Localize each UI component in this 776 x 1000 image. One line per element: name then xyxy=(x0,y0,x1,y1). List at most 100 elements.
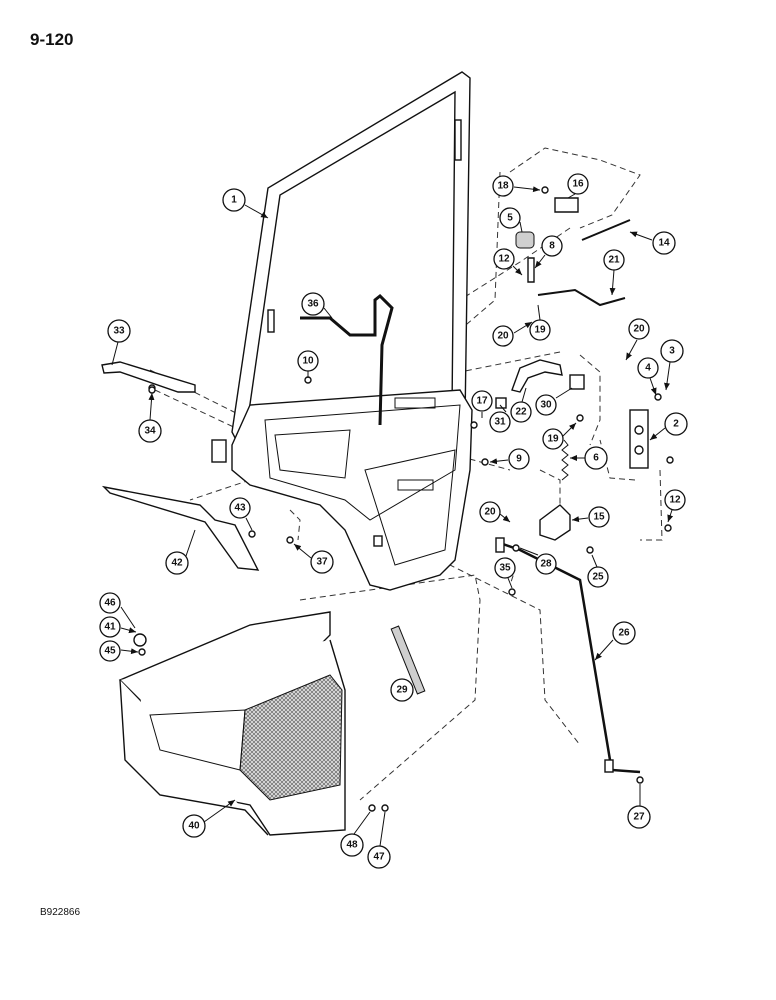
callout-30: 30 xyxy=(535,387,573,416)
latch-plate xyxy=(527,257,535,283)
callout-12-upper: 12 xyxy=(493,248,523,276)
callout-label: 19 xyxy=(547,434,559,445)
callout-label: 14 xyxy=(658,238,670,249)
callout-label: 35 xyxy=(499,563,511,574)
callout-label: 29 xyxy=(396,685,408,696)
callout-26: 26 xyxy=(594,621,636,661)
callout-label: 33 xyxy=(113,326,125,337)
callout-36: 36 xyxy=(301,292,333,319)
callout-14: 14 xyxy=(629,231,676,255)
callout-15: 15 xyxy=(571,506,610,528)
grab-handle-rod xyxy=(300,293,394,426)
latch-rod xyxy=(499,541,641,774)
callout-label: 12 xyxy=(669,495,681,506)
callout-45: 45 xyxy=(99,640,139,662)
fasteners xyxy=(148,376,674,812)
callout-label: 16 xyxy=(572,179,584,190)
callout-label: 46 xyxy=(104,598,116,609)
callout-label: 19 xyxy=(534,325,546,336)
callout-4: 4 xyxy=(637,357,659,396)
callout-43: 43 xyxy=(229,497,253,531)
callout-37: 37 xyxy=(293,543,334,574)
callout-19-lower: 19 xyxy=(542,422,577,450)
callout-label: 8 xyxy=(549,241,555,252)
callout-8: 8 xyxy=(534,235,563,269)
connecting-rod xyxy=(537,288,626,307)
callout-label: 21 xyxy=(608,255,620,266)
callout-label: 25 xyxy=(592,572,604,583)
door-latch xyxy=(629,409,649,469)
callout-label: 1 xyxy=(231,195,237,206)
door-gasket-strip xyxy=(390,625,426,695)
callout-17: 17 xyxy=(471,390,493,418)
callout-20-right: 20 xyxy=(625,318,650,361)
callout-27: 27 xyxy=(627,784,651,829)
callout-42: 42 xyxy=(165,529,196,575)
callout-label: 31 xyxy=(494,417,506,428)
callout-3: 3 xyxy=(660,339,684,391)
door-handle xyxy=(511,359,563,393)
callout-label: 28 xyxy=(540,559,552,570)
drawing-code: B922866 xyxy=(40,907,81,918)
callout-41: 41 xyxy=(99,616,137,638)
callout-28: 28 xyxy=(519,547,557,575)
callout-label: 41 xyxy=(104,622,116,633)
callout-label: 5 xyxy=(507,213,513,224)
callout-label: 45 xyxy=(104,646,116,657)
callout-48: 48 xyxy=(340,811,371,857)
door-lower-panel xyxy=(231,389,473,591)
callout-label: 17 xyxy=(476,396,488,407)
callout-47: 47 xyxy=(367,811,391,869)
arm-rest-bar xyxy=(101,361,196,393)
spring xyxy=(561,439,569,481)
callout-21: 21 xyxy=(603,249,625,296)
callout-label: 26 xyxy=(618,628,630,639)
callout-1: 1 xyxy=(222,188,269,219)
callout-label: 20 xyxy=(484,507,496,518)
callout-5: 5 xyxy=(499,207,523,233)
callout-label: 6 xyxy=(593,453,599,464)
callout-label: 36 xyxy=(307,299,319,310)
callout-16: 16 xyxy=(567,173,589,199)
callout-20-upper: 20 xyxy=(492,321,533,347)
callout-22: 22 xyxy=(510,387,532,423)
lower-trim-cover xyxy=(118,611,346,836)
callout-20-lower: 20 xyxy=(479,501,511,523)
callout-label: 34 xyxy=(144,426,156,437)
callout-label: 42 xyxy=(171,558,183,569)
callout-46: 46 xyxy=(99,592,136,629)
door-frame xyxy=(211,71,471,463)
callout-label: 30 xyxy=(540,400,552,411)
callout-label: 43 xyxy=(234,503,246,514)
callout-label: 48 xyxy=(346,840,358,851)
upper-rod xyxy=(581,219,631,241)
callout-35: 35 xyxy=(494,557,516,589)
knob xyxy=(515,231,535,249)
callout-6: 6 xyxy=(570,446,608,470)
callout-label: 10 xyxy=(302,356,314,367)
callout-10: 10 xyxy=(297,350,319,378)
callout-label: 22 xyxy=(515,407,527,418)
latch-mechanism xyxy=(539,504,571,541)
callout-9: 9 xyxy=(489,448,530,470)
callout-label: 4 xyxy=(645,363,651,374)
callout-label: 15 xyxy=(593,512,605,523)
bracket xyxy=(554,197,579,213)
callout-label: 20 xyxy=(633,324,645,335)
callout-label: 9 xyxy=(516,454,522,465)
callout-label: 3 xyxy=(669,346,675,357)
callout-18: 18 xyxy=(492,175,541,197)
callout-label: 40 xyxy=(188,821,200,832)
callout-label: 47 xyxy=(373,852,385,863)
page-number: 9-120 xyxy=(30,30,74,49)
callout-label: 20 xyxy=(497,331,509,342)
callout-label: 27 xyxy=(633,812,645,823)
callout-label: 37 xyxy=(316,557,328,568)
callout-40: 40 xyxy=(182,799,236,838)
callout-33: 33 xyxy=(107,319,131,366)
callout-2: 2 xyxy=(649,412,688,441)
callout-31: 31 xyxy=(489,404,511,433)
callout-label: 2 xyxy=(673,419,679,430)
callout-12-lower: 12 xyxy=(664,489,686,523)
